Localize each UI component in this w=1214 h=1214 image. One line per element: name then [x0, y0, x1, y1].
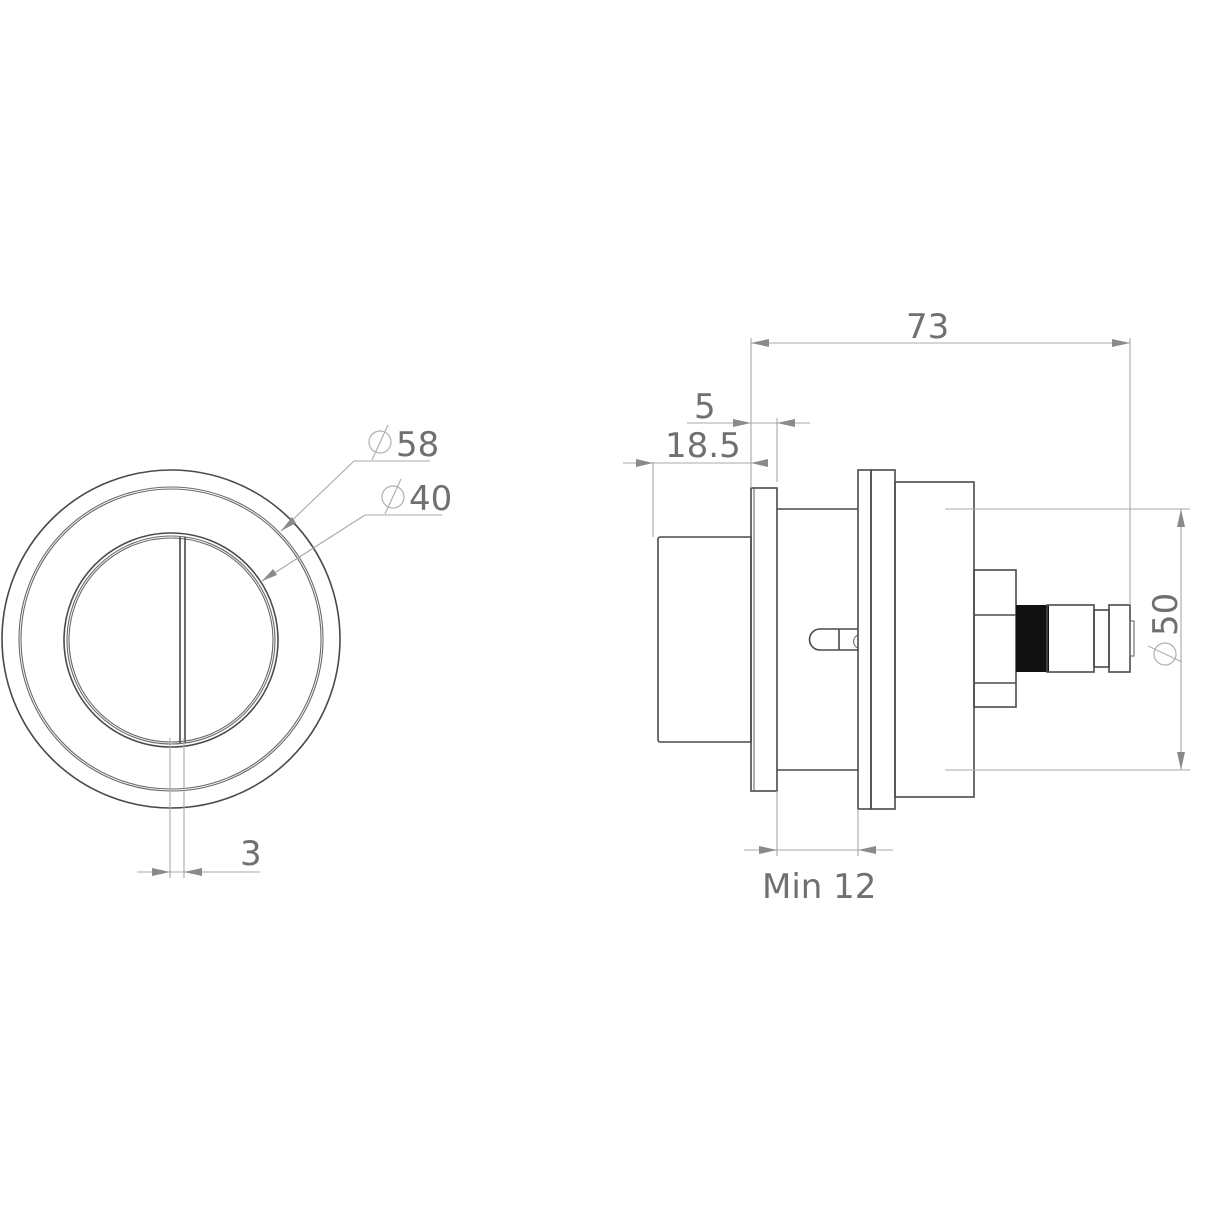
actuator-rod	[1046, 604, 1095, 673]
dimension-diameter-40: 40	[261, 478, 452, 582]
dimension-overall-73: 73	[750, 307, 1131, 605]
dimension-split-gap-3: 3	[137, 738, 262, 878]
button-inner-ring-2	[68, 537, 274, 743]
threaded-section	[1016, 605, 1049, 672]
button-inner-ring	[66, 535, 276, 745]
label-overall-73: 73	[906, 307, 949, 347]
front-view: 58 40 3	[1, 424, 452, 878]
rod-end-cap	[1108, 604, 1131, 673]
diameter-symbol-icon	[1147, 642, 1183, 666]
label-diameter-50: 50	[1146, 593, 1186, 636]
label-projection-18-5: 18.5	[665, 426, 741, 466]
label-diameter-40: 40	[409, 479, 452, 519]
label-wall-min-12: Min 12	[762, 867, 876, 907]
bezel-inner-ring-2	[20, 488, 322, 790]
label-flange-5: 5	[694, 387, 716, 427]
button-cap	[657, 536, 752, 743]
rear-boss	[973, 569, 1017, 708]
bezel-inner-ring	[18, 486, 324, 792]
side-view: 73 5 18.5 5	[623, 307, 1190, 907]
rod-tip	[1129, 620, 1135, 657]
rod-neck	[1093, 609, 1110, 668]
button-outer-ring	[63, 532, 279, 748]
label-split-gap-3: 3	[240, 834, 262, 874]
nut-flange-b	[870, 469, 896, 810]
label-diameter-58: 58	[396, 425, 439, 465]
outer-bezel-circle	[1, 469, 341, 809]
nut-flange-a	[857, 469, 872, 810]
dimension-flange-5: 5	[687, 387, 810, 482]
diameter-symbol-icon	[368, 424, 392, 461]
dimension-projection-18-5: 18.5	[623, 426, 768, 537]
housing	[894, 481, 975, 798]
dimension-diameter-50: 50	[945, 508, 1190, 771]
dimension-diameter-58: 58	[280, 424, 439, 532]
bezel-flange	[750, 487, 778, 792]
diameter-symbol-icon	[381, 478, 405, 515]
retaining-clip	[808, 628, 858, 651]
dimension-wall-min-12: Min 12	[744, 791, 893, 907]
